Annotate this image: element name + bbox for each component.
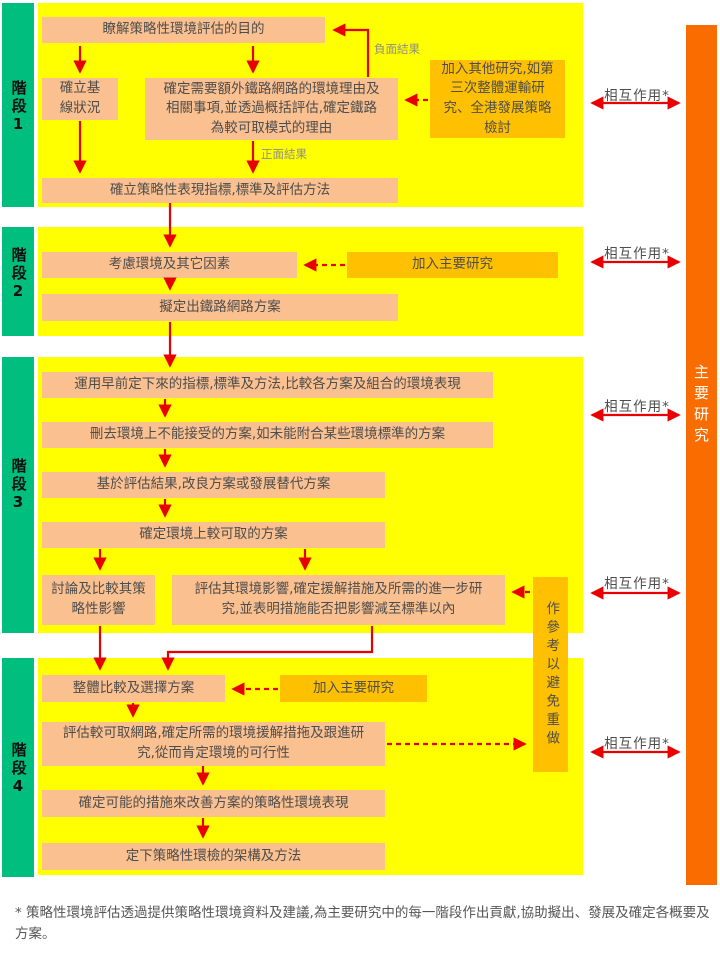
stage4-bar	[2, 658, 34, 877]
stage3-label-text: 階段	[9, 458, 28, 494]
stage2-label-text: 階段	[9, 247, 28, 283]
interaction-label-1: 相互作用*	[604, 88, 670, 104]
stage1-label-text: 階段	[9, 80, 28, 116]
stage2-label: 階段 2	[2, 247, 34, 300]
flow-box-other-studies: 加入其他研究,如第三次整體運輸研究、全港發展策略檢討	[430, 60, 565, 138]
negative-result-label: 負面結果	[374, 42, 420, 56]
main-study-bar	[686, 25, 717, 885]
stage3-bar	[2, 357, 34, 633]
stage1-label: 階段 1	[2, 80, 34, 133]
positive-result-label: 正面結果	[261, 147, 307, 161]
main-study-label: 主要研究	[686, 364, 717, 448]
stage4-label-number: 4	[12, 777, 24, 795]
flow-box-identify-measures: 確定可能的措施來改善方案的策略性環境表現	[42, 790, 385, 817]
flow-box-understand-purpose: 瞭解策略性環境評估的目的	[42, 17, 325, 43]
stage1-bar	[2, 3, 34, 207]
interaction-label-5: 相互作用*	[604, 736, 670, 752]
flow-box-add-main-study-4: 加入主要研究	[280, 675, 427, 702]
stage2-bar	[2, 227, 34, 336]
footnote: * 策略性環境評估透過提供策略性環境資料及建議,為主要研究中的每一階段作出貢獻,…	[15, 905, 710, 942]
flow-box-define-framework: 定下策略性環檢的架構及方法	[42, 843, 385, 870]
flow-box-need-for-network: 確定需要額外鐵路網路的環境理由及相關事項,並透過概括評估,確定鐵路為較可取模式的…	[145, 78, 398, 140]
main-study-label-text: 主要研究	[692, 364, 710, 448]
flow-box-baseline: 確立基線狀況	[42, 78, 118, 120]
flow-box-draft-network: 擬定出鐵路網路方案	[42, 294, 398, 321]
flow-box-indicators: 確立策略性表現指標,標準及評估方法	[42, 178, 398, 203]
stage1-label-number: 1	[12, 115, 24, 133]
flow-box-improve-options: 基於評估結果,改良方案或發展替代方案	[42, 472, 385, 498]
stage4-label: 階段 4	[2, 742, 34, 795]
flow-box-consider-env: 考慮環境及其它因素	[42, 252, 297, 278]
flow-box-reference-avoid-rework: 作參考以避免重做	[533, 577, 568, 772]
stage4-label-text: 階段	[9, 742, 28, 778]
flow-box-add-main-study-2: 加入主要研究	[347, 252, 558, 278]
flow-box-apply-indicators: 運用早前定下來的指標,標準及方法,比較各方案及組合的環境表現	[42, 372, 493, 398]
flow-box-discuss-compare: 討論及比較其策略性影響	[42, 575, 155, 625]
stage3-label: 階段 3	[2, 458, 34, 511]
stage2-label-number: 2	[12, 282, 24, 300]
flow-box-assess-preferred-network: 評估較可取網路,確定所需的環境援解措拖及跟進研究,從而肯定環境的可行性	[42, 722, 385, 766]
stage3-label-number: 3	[12, 493, 24, 511]
flow-box-overall-compare: 整體比較及選擇方案	[42, 675, 225, 702]
reference-avoid-rework-text: 作參考以避免重做	[543, 600, 560, 749]
interaction-label-3: 相互作用*	[604, 399, 670, 415]
interaction-label-2: 相互作用*	[604, 246, 670, 262]
flow-box-identify-preferred: 確定環境上較可取的方案	[42, 522, 385, 548]
interaction-label-4: 相互作用*	[604, 576, 670, 592]
flow-box-assess-impacts: 評估其環境影響,確定援解措施及所需的進一步研究,並表明措施能否把影響減至標準以內	[172, 575, 505, 625]
flow-box-remove-unacceptable: 刪去環境上不能接受的方案,如未能附合某些環境標準的方案	[42, 422, 493, 448]
